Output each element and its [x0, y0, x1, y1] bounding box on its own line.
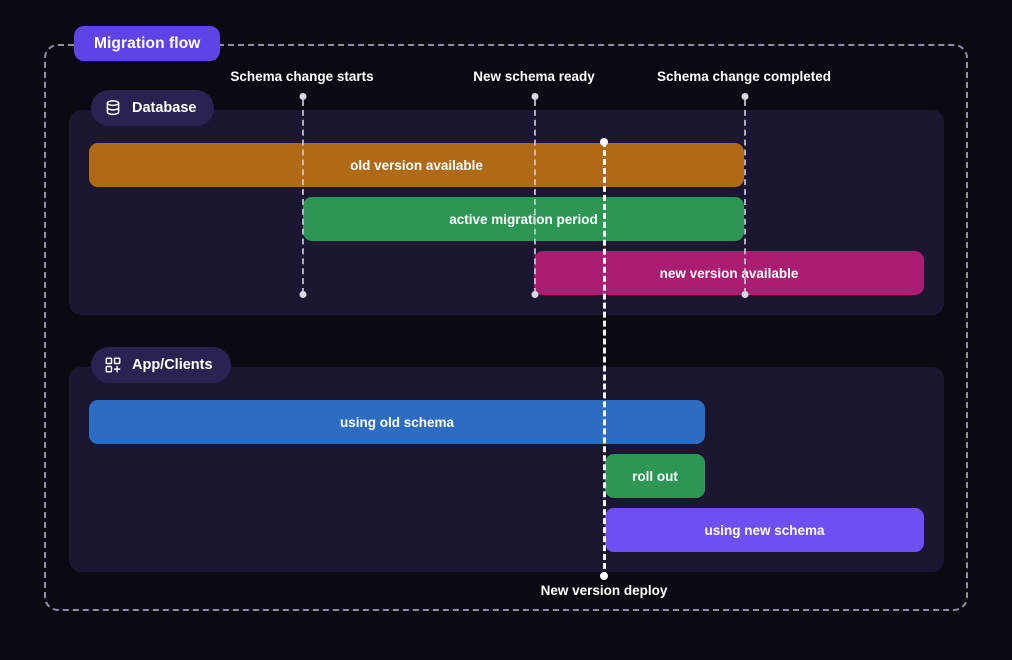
guide-dot-bottom-new-schema-ready [531, 291, 539, 298]
bar-new-version-available[interactable]: new version available [534, 251, 924, 295]
bar-label: roll out [632, 468, 678, 484]
deploy-marker-dot-bottom [600, 572, 608, 580]
database-icon [103, 98, 123, 118]
section-badge-database: Database [91, 90, 215, 126]
deploy-marker-label: New version deploy [540, 583, 668, 598]
section-badge-app-clients: App/Clients [91, 347, 231, 383]
guide-line-schema-change-completed [744, 100, 746, 294]
app-grid-plus-icon [103, 355, 123, 375]
bar-label: active migration period [449, 211, 598, 227]
milestone-label: Schema change completed [656, 69, 832, 84]
migration-flow-title-badge: Migration flow [74, 26, 221, 61]
guide-line-new-schema-ready [534, 100, 536, 294]
bar-old-version-available[interactable]: old version available [89, 143, 744, 187]
bar-label: old version available [350, 157, 483, 173]
section-badge-label: Database [132, 100, 197, 116]
bar-roll-out[interactable]: roll out [605, 454, 705, 498]
guide-dot-bottom-schema-change-starts [299, 291, 307, 298]
guide-dot-bottom-schema-change-completed [741, 291, 749, 298]
guide-dot-top-new-schema-ready [531, 93, 539, 100]
bar-label: using old schema [339, 414, 455, 430]
bar-using-new-schema[interactable]: using new schema [605, 508, 924, 552]
migration-flow-title: Migration flow [94, 34, 201, 52]
milestone-label: Schema change starts [230, 69, 374, 84]
bar-label: using new schema [704, 522, 825, 538]
section-badge-label: App/Clients [132, 357, 213, 373]
guide-dot-top-schema-change-completed [741, 93, 749, 100]
bar-using-old-schema[interactable]: using old schema [89, 400, 705, 444]
deploy-marker-line [603, 141, 606, 578]
migration-flow-container [44, 44, 968, 611]
guide-dot-top-schema-change-starts [299, 93, 307, 100]
bar-active-migration-period[interactable]: active migration period [303, 197, 744, 241]
milestone-label: New schema ready [473, 69, 595, 84]
bar-label: new version available [659, 265, 799, 281]
guide-line-schema-change-starts [302, 100, 304, 294]
deploy-marker-dot-top [600, 138, 608, 146]
